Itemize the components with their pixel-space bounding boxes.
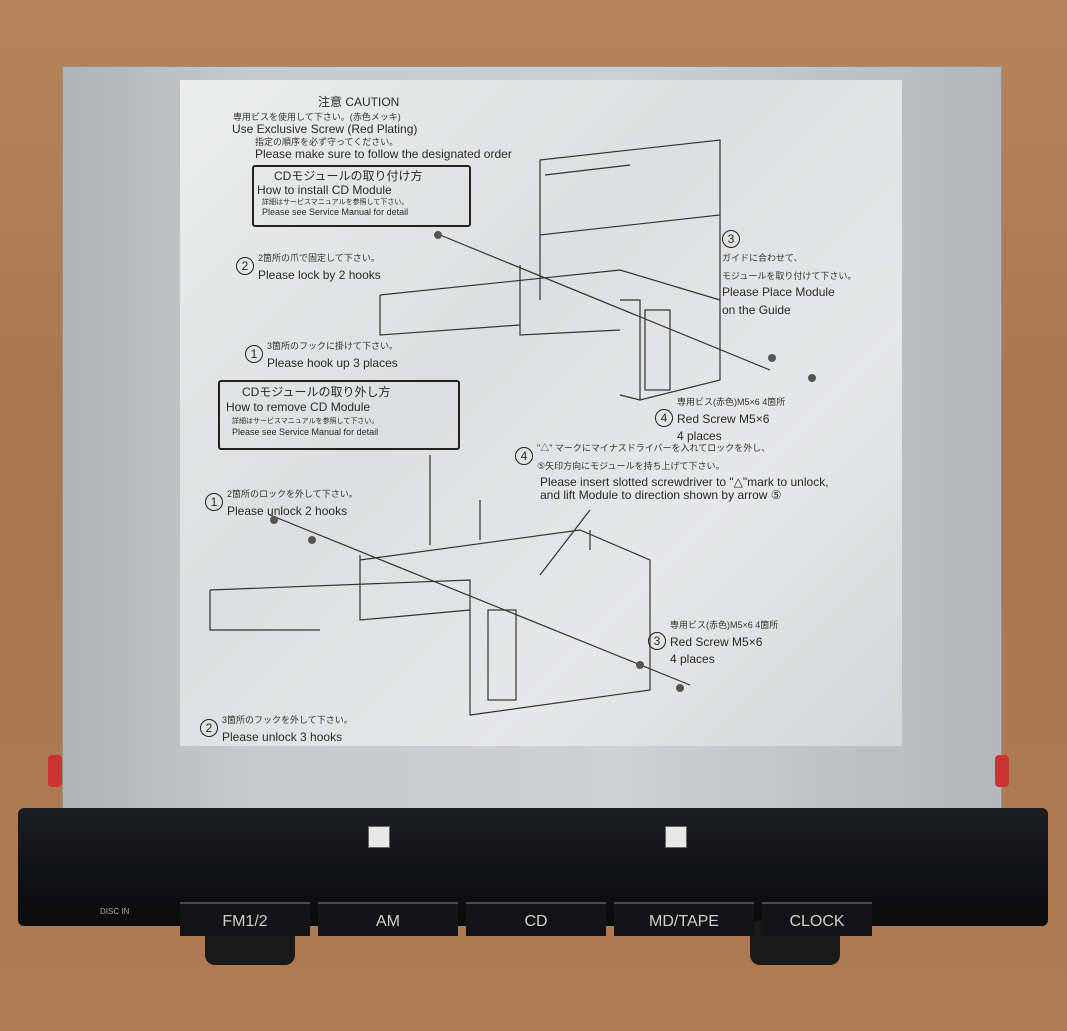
install-note-en: Please see Service Manual for detail [262, 207, 409, 217]
step-en: on the Guide [722, 302, 791, 317]
step-jp: 専用ビス(赤色)M5×6 4箇所 [677, 397, 786, 407]
step-en: 4 places [670, 652, 715, 667]
step-en: 4 places [677, 429, 722, 444]
step-number: 4 [655, 409, 673, 428]
left-red-indicator [48, 755, 62, 787]
step-en: Please unlock 3 hooks [222, 729, 343, 744]
install-heading-en: How to install CD Module [257, 183, 392, 197]
step-en: and lift Module to direction shown by ar… [540, 488, 782, 503]
faceplate-clip [368, 826, 390, 848]
caution-en-1: Use Exclusive Screw (Red Plating) [232, 122, 418, 136]
step-number: 2 [200, 718, 218, 737]
remove-step-4: 4 "△" マークにマイナスドライバーを入れてロックを外し、 ⑤矢印方向にモジュール… [515, 438, 829, 503]
instruction-label [180, 80, 902, 746]
screw-icon [270, 516, 278, 524]
remove-note-en: Please see Service Manual for detail [232, 427, 379, 437]
step-number: 1 [245, 344, 263, 363]
remove-step-3: 3 専用ビス(赤色)M5×6 4箇所 Red Screw M5×6 4 places [648, 615, 778, 668]
am-button[interactable]: AM [318, 902, 458, 936]
screw-icon [676, 684, 684, 692]
screw-icon [808, 374, 816, 382]
step-jp: "△" マークにマイナスドライバーを入れてロックを外し、 [537, 443, 771, 453]
screw-icon [434, 231, 442, 239]
step-jp: 3箇所のフックに掛けて下さい。 [267, 341, 399, 351]
step-en: Please unlock 2 hooks [227, 503, 348, 518]
install-heading-jp: CDモジュールの取り付け方 [274, 169, 423, 183]
screw-icon [768, 354, 776, 362]
right-red-indicator [995, 755, 1009, 787]
step-jp: モジュールを取り付けて下さい。 [722, 270, 857, 281]
step-jp: 2箇所の爪で固定して下さい。 [258, 253, 380, 263]
step-en: Please lock by 2 hooks [258, 267, 381, 282]
remove-heading-en: How to remove CD Module [226, 400, 371, 414]
step-number: 3 [722, 230, 740, 248]
step-en: Please Place Module [722, 285, 835, 300]
step-jp: ガイドに合わせて、 [722, 253, 803, 263]
caution-en-2: Please make sure to follow the designate… [255, 147, 512, 161]
install-step-4: 4 専用ビス(赤色)M5×6 4箇所 Red Screw M5×6 4 places [655, 392, 785, 445]
screw-icon [308, 536, 316, 544]
md-tape-button[interactable]: MD/TAPE [614, 902, 754, 936]
step-jp: ⑤矢印方向にモジュールを持ち上げて下さい。 [537, 460, 725, 471]
step-number: 1 [205, 492, 223, 511]
step-number: 3 [648, 632, 666, 651]
clock-button[interactable]: CLOCK [762, 902, 872, 936]
install-heading-box: CDモジュールの取り付け方 How to install CD Module 詳… [252, 165, 471, 227]
step-jp: 2箇所のロックを外して下さい。 [227, 489, 358, 499]
caution-jp-1: 専用ビスを使用して下さい。(赤色メッキ) [233, 112, 401, 122]
caution-jp-2: 指定の順序を必ず守ってください。 [255, 137, 399, 147]
disc-in-label: DISC IN [100, 907, 130, 916]
step-en: Red Screw M5×6 [670, 634, 763, 649]
remove-note-jp: 詳細はサービスマニュアルを参照して下さい。 [232, 418, 379, 425]
screw-icon [636, 661, 644, 669]
cd-module-drawing [539, 139, 721, 236]
remove-step-2: 2 3箇所のフックを外して下さい。 Please unlock 3 hooks [200, 710, 353, 745]
cd-button[interactable]: CD [466, 902, 606, 936]
remove-step-1: 1 2箇所のロックを外して下さい。 Please unlock 2 hooks [205, 484, 358, 519]
remove-heading-jp: CDモジュールの取り外し方 [242, 385, 391, 399]
install-note-jp: 詳細はサービスマニュアルを参照して下さい。 [262, 199, 409, 206]
step-en: Please insert slotted screwdriver to "△"… [540, 475, 829, 490]
faceplate-clip [665, 826, 687, 848]
step-jp: 専用ビス(赤色)M5×6 4箇所 [670, 620, 779, 630]
install-step-2: 2 2箇所の爪で固定して下さい。 Please lock by 2 hooks [236, 248, 381, 283]
step-jp: 3箇所のフックを外して下さい。 [222, 715, 353, 725]
install-step-1: 1 3箇所のフックに掛けて下さい。 Please hook up 3 places [245, 336, 398, 371]
install-step-3: 3 ガイドに合わせて、 モジュールを取り付けて下さい。 Please Place… [722, 230, 856, 318]
caution-title: 注意 CAUTION [318, 95, 400, 109]
fm-button[interactable]: FM1/2 [180, 902, 310, 936]
step-number: 4 [515, 446, 533, 465]
remove-heading-box: CDモジュールの取り外し方 How to remove CD Module 詳細… [218, 380, 460, 450]
step-number: 2 [236, 256, 254, 275]
step-en: Please hook up 3 places [267, 355, 398, 370]
step-en: Red Screw M5×6 [677, 411, 770, 426]
